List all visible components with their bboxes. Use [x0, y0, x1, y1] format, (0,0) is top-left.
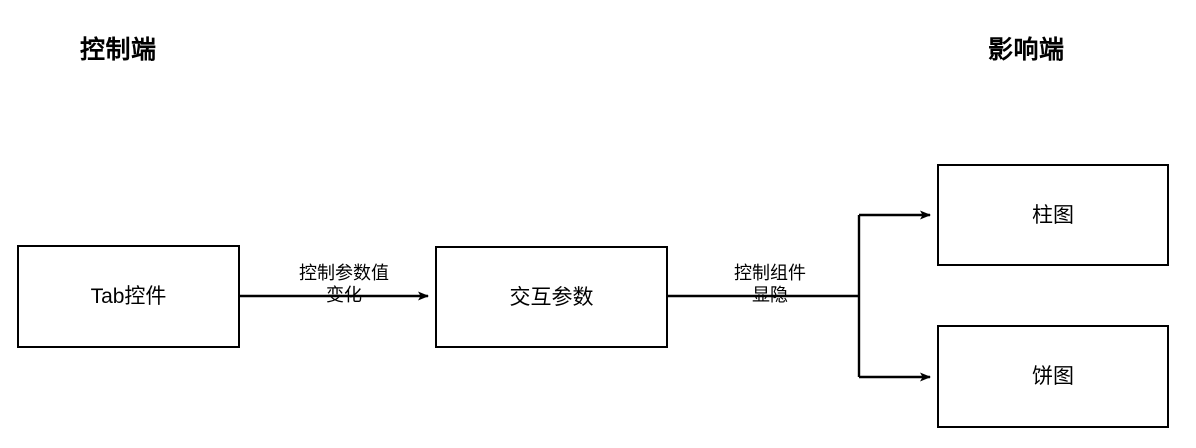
edge-label-line1: 控制参数值 — [299, 263, 389, 283]
node-label-tab-control: Tab控件 — [90, 285, 167, 308]
node-label-bar-chart: 柱图 — [1032, 203, 1074, 227]
section-title-effect: 影响端 — [988, 36, 1065, 64]
node-interaction-param[interactable]: 交互参数 — [435, 246, 668, 348]
edge-label-line1: 控制组件 — [734, 263, 806, 283]
node-tab-control[interactable]: Tab控件 — [17, 245, 240, 348]
section-title-control: 控制端 — [80, 36, 157, 64]
node-pie-chart[interactable]: 饼图 — [937, 325, 1169, 428]
edge-label-line2: 显隐 — [752, 285, 788, 305]
node-label-interaction-param: 交互参数 — [509, 285, 594, 309]
node-bar-chart[interactable]: 柱图 — [937, 164, 1169, 266]
edge-label-tab-to-param: 控制参数值 变化 — [264, 262, 424, 306]
node-label-pie-chart: 饼图 — [1032, 365, 1074, 388]
edge-label-param-to-charts: 控制组件 显隐 — [694, 262, 846, 306]
edge-label-line2: 变化 — [326, 285, 362, 305]
